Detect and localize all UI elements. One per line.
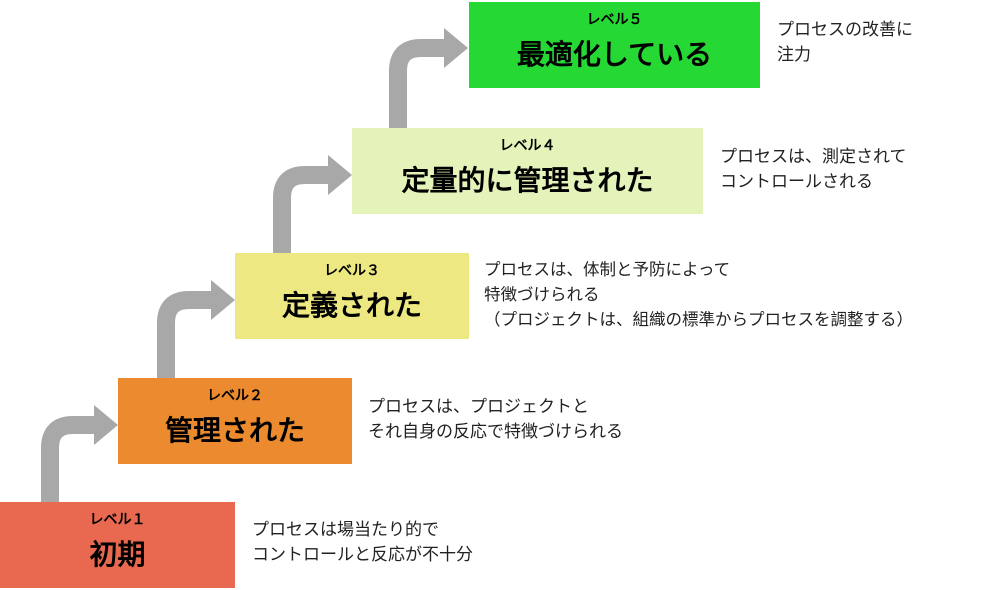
level-5-name: 最適化している	[516, 38, 713, 71]
level-2-label: レベル２	[207, 388, 263, 404]
level-5-description-line-1: プロセスの改善に	[777, 20, 913, 40]
step-arrow-2-to-3	[157, 280, 235, 378]
step-arrow-1-to-2	[41, 405, 118, 502]
level-3-description: プロセスは、体制と予防によって 特徴づけられる （プロジェクトは、組織の標準から…	[484, 257, 913, 332]
level-5-description: プロセスの改善に 注力	[777, 18, 913, 68]
level-4-description-line-1: プロセスは、測定されて	[720, 147, 907, 167]
level-3-label: レベル３	[324, 263, 380, 279]
level-1-name: 初期	[89, 538, 146, 571]
level-4-description: プロセスは、測定されて コントロールされる	[720, 145, 907, 195]
level-1-label: レベル１	[89, 512, 146, 528]
level-2-description-line-1: プロセスは、プロジェクトと	[368, 397, 589, 417]
level-5-box: レベル５ 最適化している	[469, 2, 760, 88]
level-4-label: レベル４	[499, 138, 556, 154]
level-1-description-line-1: プロセスは場当たり的で	[252, 520, 439, 540]
level-3-description-line-3: （プロジェクトは、組織の標準からプロセスを調整する）	[484, 310, 913, 329]
step-arrow-4-to-5	[389, 28, 468, 128]
level-3-box: レベル３ 定義された	[235, 253, 469, 339]
level-1-box: レベル１ 初期	[0, 502, 235, 588]
level-4-description-line-2: コントロールされる	[720, 172, 873, 192]
level-2-box: レベル２ 管理された	[118, 378, 352, 464]
level-1-description: プロセスは場当たり的で コントロールと反応が不十分	[252, 518, 473, 568]
step-arrow-3-to-4	[273, 155, 352, 253]
level-3-description-line-2: 特徴づけられる	[484, 285, 600, 304]
level-4-name: 定量的に管理された	[401, 164, 654, 197]
level-2-description-line-2: それ自身の反応で特徴づけられる	[368, 422, 623, 442]
level-5-label: レベル５	[586, 12, 643, 28]
level-5-description-line-2: 注力	[777, 45, 811, 65]
level-4-box: レベル４ 定量的に管理された	[352, 128, 703, 214]
level-2-name: 管理された	[164, 414, 305, 447]
level-3-name: 定義された	[281, 289, 422, 322]
level-2-description: プロセスは、プロジェクトと それ自身の反応で特徴づけられる	[368, 395, 623, 445]
level-1-description-line-2: コントロールと反応が不十分	[252, 545, 473, 565]
level-3-description-line-1: プロセスは、体制と予防によって	[484, 260, 731, 279]
